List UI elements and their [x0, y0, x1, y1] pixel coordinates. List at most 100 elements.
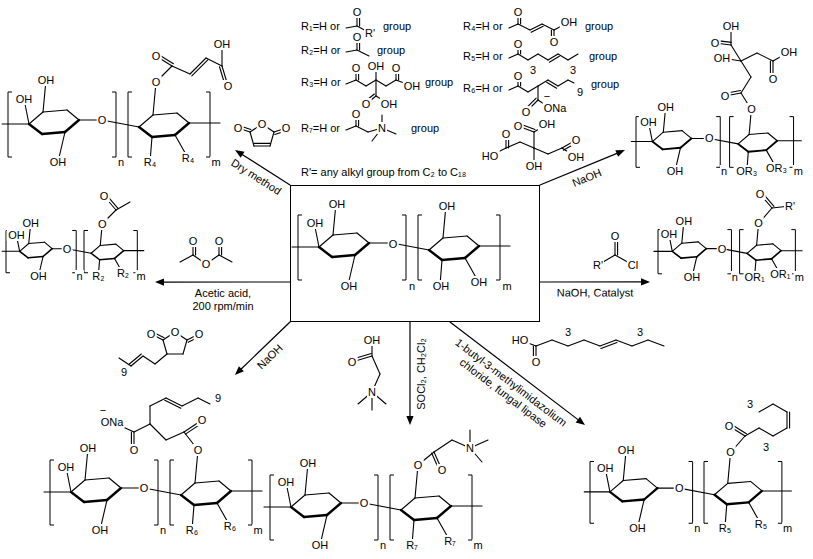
polymer-bracket [374, 475, 378, 540]
bond-line [100, 244, 116, 245]
bond-line [741, 77, 751, 93]
atom-label: R₆ [185, 524, 199, 536]
atom-label: OH [277, 476, 296, 488]
bond-line [518, 86, 528, 92]
bond-line [346, 80, 356, 84]
reaction-arrow [235, 322, 290, 375]
bond-line [250, 132, 254, 146]
bond-line [672, 251, 681, 258]
atom-label: O [170, 326, 181, 338]
atom-label: ONa [543, 102, 568, 114]
atom-label: O [753, 217, 764, 229]
legend-text: R₄=H or [462, 20, 504, 32]
bond-line [270, 132, 274, 146]
bond-line [610, 481, 623, 492]
bond-line [107, 488, 121, 500]
legend-text: group [376, 44, 406, 56]
bond-line [443, 236, 467, 238]
atom-label: OH [29, 270, 48, 282]
bond-line [319, 247, 332, 257]
bond-line [67, 110, 79, 120]
atom-label: O [717, 243, 728, 255]
polymer-bracket [716, 117, 720, 168]
arrow-head [576, 417, 585, 425]
bond-line [194, 503, 217, 505]
atom-label: OH [525, 160, 544, 172]
atom-label: R' [592, 259, 604, 271]
atom-label: R₄ [181, 152, 195, 164]
bond-line [167, 353, 183, 354]
atom-label: R' [784, 200, 796, 212]
arrow-head [406, 416, 413, 425]
bond-line [600, 340, 616, 346]
atom-label: OH [666, 165, 685, 177]
bond-line [631, 141, 652, 142]
bond-line [757, 53, 773, 61]
bond-line [386, 80, 396, 86]
atom-label: O [768, 73, 779, 85]
bond-line [542, 24, 554, 30]
bond-line [144, 488, 181, 495]
atom-label: OH [639, 116, 658, 128]
bond-line [654, 251, 672, 252]
reactant-box: OHOHOHOnOHOHOHm [290, 185, 540, 322]
bond-line [731, 45, 741, 61]
bond-line [332, 255, 355, 257]
atom-label: m [136, 270, 147, 282]
bond-line [43, 249, 52, 257]
atom-label: m [210, 156, 221, 168]
atom-label: OH [306, 217, 325, 229]
bond-line [437, 506, 451, 518]
bond-line [181, 495, 194, 505]
atom-label: O [413, 459, 424, 471]
legend-text: R₁=H or [300, 20, 341, 32]
bond-line [528, 86, 538, 92]
bond-line [518, 54, 528, 60]
bond-line [442, 258, 465, 260]
polymer-bracket [468, 475, 472, 540]
polymer-bracket [72, 231, 76, 273]
atom-label: 3 [564, 326, 572, 338]
atom-label: OR₃ [765, 162, 788, 174]
atom-label: OH [311, 539, 330, 551]
bond-line [189, 122, 220, 123]
atom-label: O [437, 464, 448, 476]
atom-label: HO [511, 334, 530, 346]
bond-line [528, 54, 538, 60]
atom-label: OH [432, 280, 451, 292]
bond-line [231, 490, 262, 491]
bond-line [467, 236, 479, 246]
bond-line [292, 246, 319, 247]
arrow-head [155, 278, 164, 285]
atom-label: 3 [636, 326, 644, 338]
atom-label: OH [596, 462, 615, 474]
bond-line [84, 500, 107, 502]
atom-label: OH [567, 151, 586, 163]
bond-line [150, 424, 166, 440]
atom-label: O [704, 132, 715, 144]
atom-label: OH [538, 118, 557, 130]
bond-line [429, 238, 443, 250]
atom-label: 3 [746, 398, 754, 410]
atom-label: m [793, 165, 804, 177]
bond-line [172, 66, 190, 74]
atom-label: R₂ [91, 270, 105, 282]
bond-line [536, 340, 552, 346]
atom-label: n [75, 270, 83, 282]
atom-label: OR₁ [769, 268, 791, 280]
bond-line [549, 56, 559, 62]
atom-label: OH [367, 60, 386, 72]
bond-line [219, 481, 231, 491]
atom-label: O [281, 122, 292, 134]
bond-line [165, 400, 181, 408]
bond-line [682, 131, 691, 139]
atom-label: 9 [120, 366, 128, 378]
bond-line [254, 143, 270, 144]
atom-label: O [151, 76, 162, 88]
polymer-bracket [590, 462, 594, 524]
arrow-head [641, 278, 650, 285]
bond-line [100, 258, 115, 259]
bond-line [520, 142, 534, 148]
atom-label: O [571, 134, 582, 146]
bond-line [139, 115, 153, 127]
